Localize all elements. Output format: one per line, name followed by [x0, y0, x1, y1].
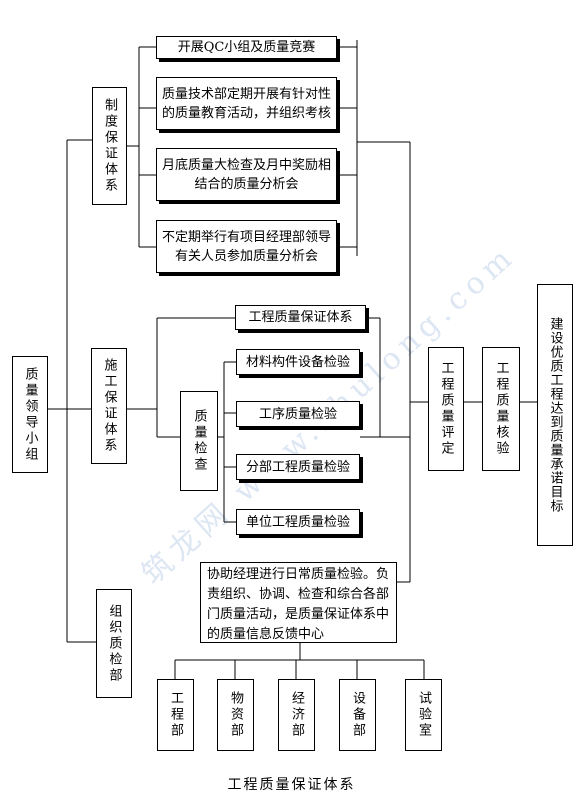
check-label: 工序质量检验 [258, 406, 337, 422]
quality-evaluation-label: 工程质量评定 [438, 361, 454, 457]
system-item-label: 月底质量大检查及月中奖励相结合的质量分析会 [161, 157, 331, 192]
department-economics: 经济部 [278, 679, 315, 751]
construction-guarantee-box: 施工保证体系 [91, 348, 127, 464]
department-engineering: 工程部 [157, 679, 194, 751]
department-materials: 物资部 [217, 679, 254, 751]
department-label: 设备部 [350, 691, 365, 739]
check-subproject: 分部工程质量检验 [236, 454, 360, 480]
department-label: 试验室 [416, 691, 431, 739]
check-label: 分部工程质量检验 [245, 459, 350, 475]
quality-check-box: 质量检查 [180, 391, 218, 491]
system-item-inspection: 月底质量大检查及月中奖励相结合的质量分析会 [156, 148, 337, 201]
quality-goal-label: 建设优质工程达到质量承诺目标 [547, 317, 563, 513]
diagram-caption: 工程质量保证体系 [227, 777, 356, 793]
quality-verification-box: 工程质量核验 [482, 347, 520, 471]
quality-check-label: 质量检查 [191, 409, 207, 473]
engineering-quality-system-label: 工程质量保证体系 [248, 310, 353, 325]
check-label: 单位工程质量检验 [245, 514, 350, 530]
organization-qc-box: 组织质检部 [96, 589, 132, 698]
org-description-text: 协助经理进行日常质量检验。负责组织、协调、检查和综合各部门质量活动，是质量保证体… [207, 567, 390, 642]
check-process: 工序质量检验 [236, 401, 360, 427]
system-item-qc: 开展QC小组及质量竞赛 [156, 36, 337, 59]
engineering-quality-system-box: 工程质量保证体系 [235, 305, 366, 330]
construction-guarantee-label: 施工保证体系 [101, 358, 117, 454]
check-unit-project: 单位工程质量检验 [236, 509, 360, 535]
quality-goal-box: 建设优质工程达到质量承诺目标 [537, 284, 573, 546]
system-item-label: 不定期举行有项目经理部领导有关人员参加质量分析会 [161, 229, 331, 264]
system-item-label: 开展QC小组及质量竞赛 [177, 40, 316, 55]
department-label: 经济部 [289, 691, 304, 739]
leader-box: 质量领导小组 [12, 356, 48, 473]
quality-evaluation-box: 工程质量评定 [428, 347, 464, 471]
org-description-box: 协助经理进行日常质量检验。负责组织、协调、检查和综合各部门质量活动，是质量保证体… [200, 562, 397, 643]
department-equipment: 设备部 [339, 679, 376, 751]
check-materials: 材料构件设备检验 [236, 349, 360, 375]
quality-verification-label: 工程质量核验 [493, 361, 509, 457]
department-testing: 试验室 [405, 679, 442, 751]
system-guarantee-box: 制度保证体系 [92, 87, 127, 205]
organization-qc-label: 组织质检部 [106, 603, 122, 684]
system-item-label: 质量技术部定期开展有针对性的质量教育活动，并组织考核 [161, 86, 331, 121]
system-item-education: 质量技术部定期开展有针对性的质量教育活动，并组织考核 [156, 77, 337, 130]
department-label: 工程部 [168, 691, 183, 739]
system-item-analysis: 不定期举行有项目经理部领导有关人员参加质量分析会 [156, 220, 337, 273]
leader-label: 质量领导小组 [22, 366, 38, 463]
system-guarantee-label: 制度保证体系 [102, 98, 117, 194]
department-label: 物资部 [228, 691, 243, 739]
check-label: 材料构件设备检验 [245, 354, 350, 370]
